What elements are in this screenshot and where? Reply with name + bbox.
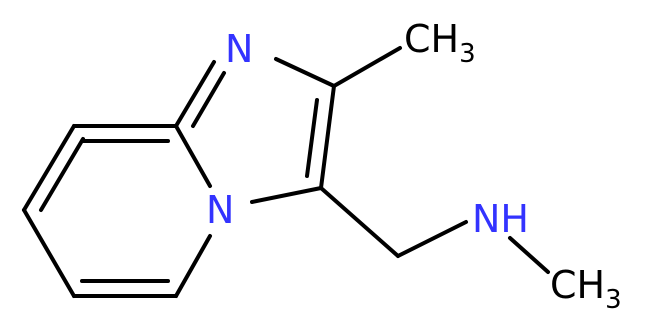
bond-n1-c2 (274, 57, 336, 88)
atom-ch3-ring: CH3 (404, 17, 476, 69)
atom-n-bridge: N (206, 188, 234, 232)
bond-c2-c3 (319, 84, 336, 190)
bond-c2-c3-inner (305, 98, 319, 178)
bond-ch2-nh (396, 220, 468, 258)
bond-c3-ch2 (319, 186, 400, 258)
atom-nh-amine: NH (472, 197, 529, 241)
bond-c8a-n1-double (191, 71, 226, 128)
atom-ch3-amine: CH3 (550, 263, 622, 315)
bond-c3-n4 (250, 186, 323, 204)
bond-c7-c8-inner (39, 137, 85, 212)
bond-c2-methyl (332, 46, 402, 88)
bond-n4-c8a (174, 124, 212, 188)
atom-n-imine: N (225, 27, 253, 71)
bond-c5-n4 (174, 234, 212, 298)
bond-c8-c7 (22, 124, 76, 212)
bond-c8a-n1 (174, 60, 216, 128)
bond-c7-c6 (22, 208, 76, 298)
bond-nh-methyl (508, 236, 550, 274)
